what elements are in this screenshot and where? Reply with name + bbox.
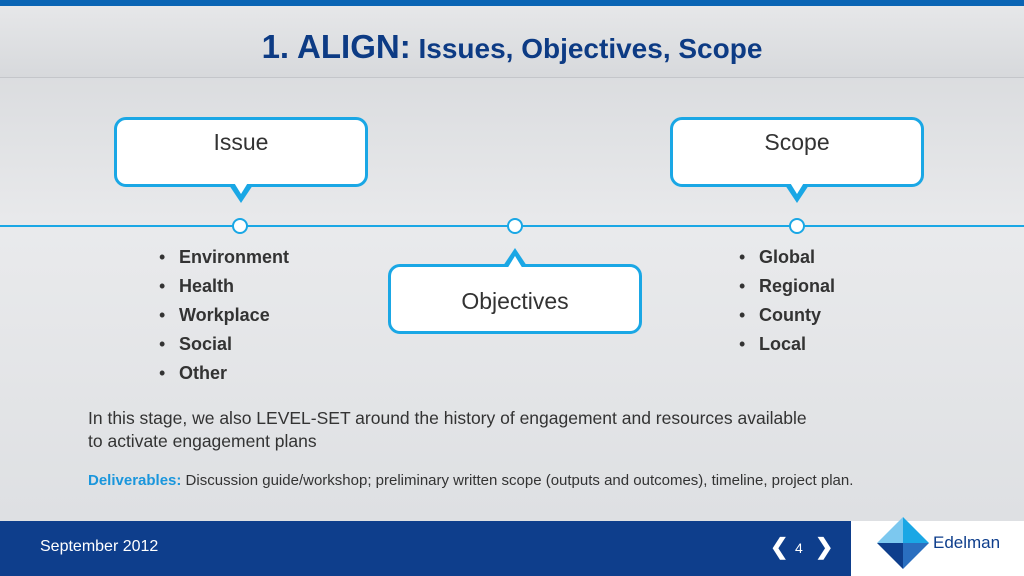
title-number: 1 — [261, 28, 280, 65]
slide-title: 1. ALIGN: Issues, Objectives, Scope — [0, 30, 1024, 63]
page-number: 4 — [795, 540, 803, 556]
list-item: Workplace — [159, 301, 289, 330]
list-item: Health — [159, 272, 289, 301]
timeline-node-scope — [789, 218, 805, 234]
paragraph-line: to activate engagement plans — [88, 431, 317, 451]
objectives-bubble-pointer — [503, 248, 527, 269]
list-item: Social — [159, 330, 289, 359]
footer-date: September 2012 — [40, 538, 159, 555]
chevron-left-icon[interactable]: ❮ — [770, 534, 789, 559]
list-item: Other — [159, 359, 289, 388]
edelman-logo-icon — [877, 517, 929, 569]
footer-bar: September 2012 ❮ 4 ❯ — [0, 521, 851, 576]
title-keyword: . ALIGN: — [279, 28, 411, 65]
top-accent-bar — [0, 0, 1024, 6]
issue-bubble: Issue — [114, 117, 368, 203]
chevron-right-icon[interactable]: ❯ — [815, 534, 834, 559]
issue-bubble-pointer — [229, 181, 253, 203]
list-item: County — [739, 301, 835, 330]
title-band — [0, 6, 1024, 78]
issue-list: Environment Health Workplace Social Othe… — [159, 243, 289, 388]
timeline-node-issue — [232, 218, 248, 234]
paragraph-line: In this stage, we also LEVEL-SET around … — [88, 408, 807, 428]
deliverables-line: Deliverables: Discussion guide/workshop;… — [88, 472, 1008, 489]
list-item: Local — [739, 330, 835, 359]
logo-wordmark: Edelman — [933, 533, 1001, 552]
list-item: Environment — [159, 243, 289, 272]
scope-list: Global Regional County Local — [739, 243, 835, 359]
deliverables-label: Deliverables: — [88, 472, 182, 489]
deliverables-text: Discussion guide/workshop; preliminary w… — [181, 472, 854, 489]
scope-bubble-label: Scope — [764, 129, 830, 155]
objectives-bubble: Objectives — [388, 248, 642, 334]
list-item: Global — [739, 243, 835, 272]
scope-bubble: Scope — [670, 117, 924, 203]
list-item: Regional — [739, 272, 835, 301]
level-set-paragraph: In this stage, we also LEVEL-SET around … — [88, 407, 948, 453]
objectives-bubble-label: Objectives — [461, 288, 569, 314]
logo-area: Edelman — [851, 517, 1024, 576]
timeline-node-objectives — [507, 218, 523, 234]
title-subtitle: Issues, Objectives, Scope — [410, 33, 763, 64]
scope-bubble-pointer — [785, 181, 809, 203]
issue-bubble-label: Issue — [213, 129, 269, 155]
